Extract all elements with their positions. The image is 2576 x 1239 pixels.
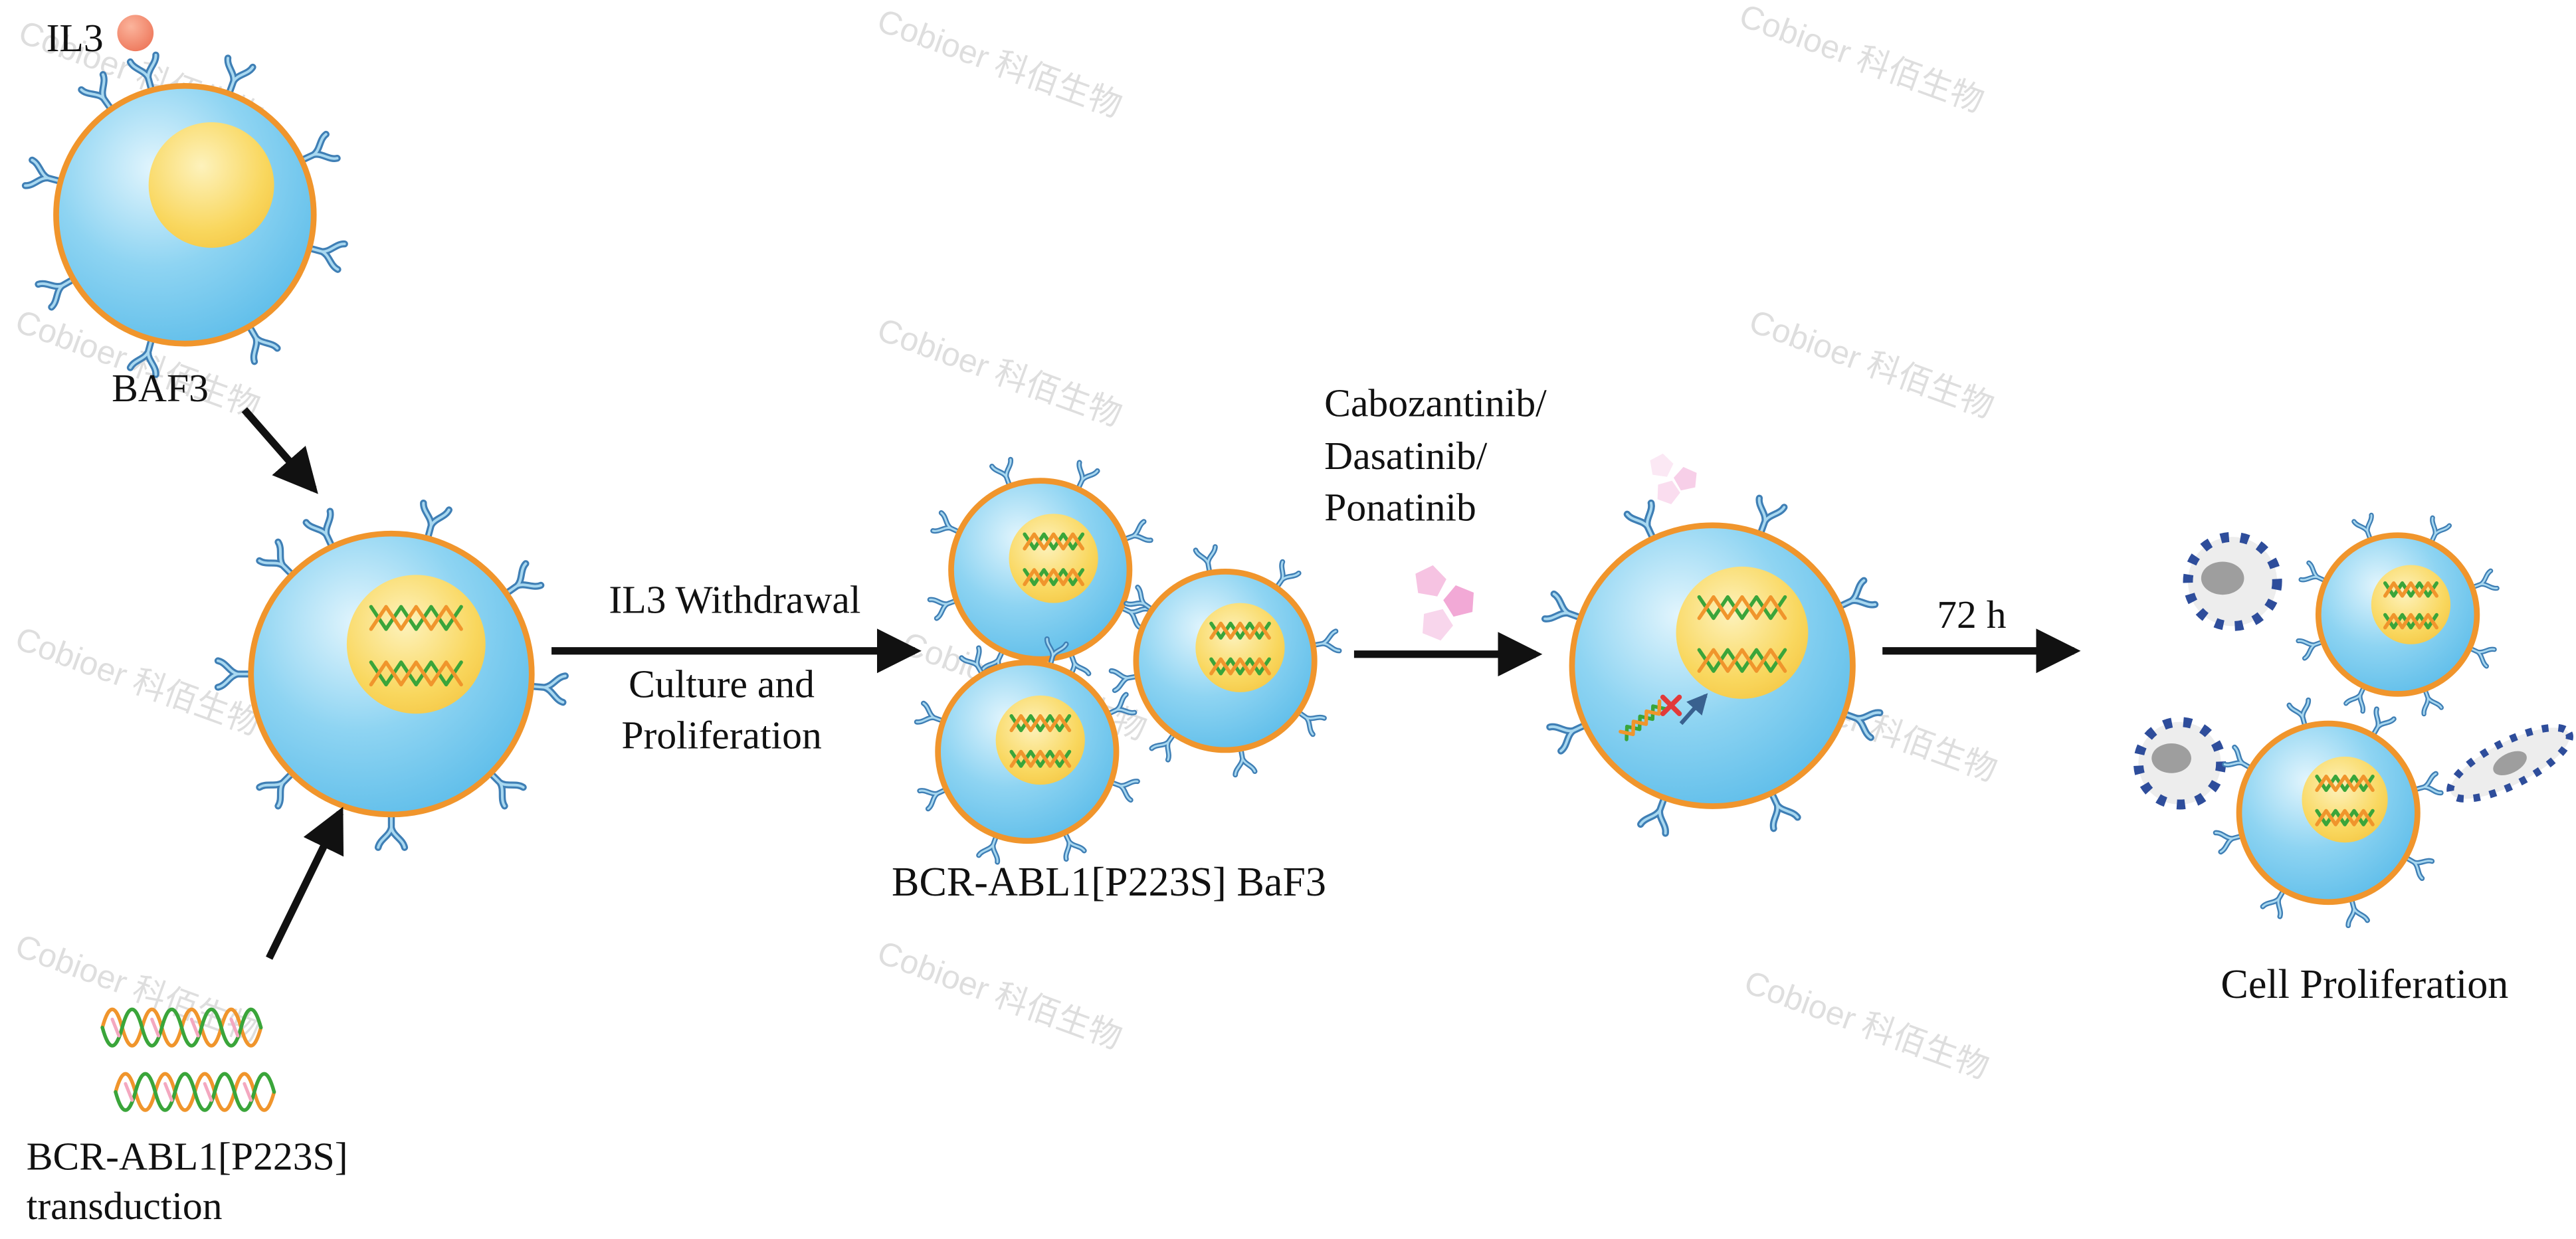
dna-strand-icon <box>2383 613 2438 630</box>
dna-strand-icon <box>1009 749 1072 768</box>
cell-nucleus <box>1009 514 1098 603</box>
proliferating-cell-2 <box>2216 700 2441 925</box>
dna-strand-icon <box>1697 595 1787 620</box>
dna-strand-icon <box>1009 714 1072 733</box>
drug-label-line1: Cabozantinib/ <box>1324 381 1547 425</box>
watermark-text: Cobioer 科佰生物 <box>1739 963 1993 1086</box>
dna-strand-icon <box>1209 621 1271 640</box>
cell-nucleus <box>346 575 486 714</box>
baf3-label: BAF3 <box>112 366 209 410</box>
cell-nucleus <box>148 122 274 248</box>
dna-strand-icon <box>1023 532 1085 551</box>
arrow-transduction <box>266 807 344 960</box>
watermark-text: Cobioer 科佰生物 <box>872 1 1126 124</box>
arrow-baf3-to-transduced <box>241 407 318 494</box>
dna-strand-icon <box>2315 809 2375 826</box>
spindle-cell <box>2446 723 2573 803</box>
dna-strand-icon <box>2315 809 2375 826</box>
result-label: Cell Proliferation <box>2221 962 2508 1007</box>
dna-strand-icon <box>1009 714 1072 733</box>
dna-helix-icon <box>100 1007 274 1110</box>
time-label: 72 h <box>1937 593 2007 636</box>
drug-molecules-faint-icon <box>1648 452 1700 506</box>
cell-nucleus <box>1195 603 1285 692</box>
dna-strand-icon <box>1009 749 1072 768</box>
cell-nucleus <box>995 695 1085 785</box>
il3-label: IL3 <box>47 16 104 60</box>
inhibition-icon <box>1619 693 1708 741</box>
dna-strand-icon <box>2315 774 2375 793</box>
dna-strand-icon <box>369 660 463 687</box>
watermark-text: Cobioer 科佰生物 <box>872 310 1126 433</box>
dna-strand-icon <box>2383 581 2438 598</box>
dna-strand-icon <box>1209 657 1271 676</box>
inhibition-arrow-icon <box>1679 693 1708 725</box>
dna-strand-icon <box>1023 532 1085 551</box>
cell-nucleus <box>1676 566 1809 699</box>
watermark-text: Cobioer 科佰生物 <box>1735 0 1989 120</box>
cluster-cell-1 <box>930 460 1151 680</box>
withdrawal-label-line2: Culture and <box>629 662 815 706</box>
cluster-cell-2 <box>1112 547 1339 775</box>
apoptotic-cell-2 <box>2133 717 2227 810</box>
dna-strand-icon <box>1209 621 1271 640</box>
drug-label-line3: Ponatinib <box>1324 485 1476 529</box>
transduction-label-line1: BCR-ABL1[P223S] <box>27 1135 348 1179</box>
watermark-text: Cobioer 科佰生物 <box>872 933 1126 1056</box>
il3-ligand-icon <box>117 15 154 52</box>
baf3-cell <box>25 55 345 375</box>
red-x-icon <box>1660 694 1682 716</box>
dna-strand-icon <box>369 605 463 631</box>
dna-strand-icon <box>1697 595 1787 620</box>
dna-strand-icon <box>1697 648 1787 673</box>
dna-strand-icon <box>1023 568 1085 587</box>
dna-strand-icon <box>1209 657 1271 676</box>
dna-strand-icon <box>1023 568 1085 587</box>
apoptotic-cell-1 <box>2183 531 2282 631</box>
dna-strand-icon <box>369 605 463 631</box>
dna-strand-icon <box>2383 613 2438 630</box>
dna-strand-icon <box>2383 581 2438 598</box>
watermark-text: Cobioer 科佰生物 <box>1745 302 1999 425</box>
withdrawal-label-line1: IL3 Withdrawal <box>609 578 860 622</box>
withdrawal-label-line3: Proliferation <box>621 713 821 757</box>
drug-treated-cell <box>1545 498 1880 833</box>
drug-label-line2: Dasatinib/ <box>1324 434 1488 478</box>
cluster-label: BCR-ABL1[P223S] BaF3 <box>892 860 1326 905</box>
transduction-label-line2: transduction <box>27 1184 223 1228</box>
drug-molecules-icon <box>1412 562 1478 643</box>
cell-nucleus <box>2371 565 2451 644</box>
proliferating-cell-1 <box>2298 515 2497 714</box>
transduced-cell <box>218 503 565 847</box>
dna-strand-icon <box>2315 774 2375 793</box>
cluster-cell-3 <box>917 639 1138 862</box>
cell-nucleus <box>2302 756 2388 843</box>
watermark-text: Cobioer 科佰生物 <box>11 927 264 1050</box>
dna-strand-icon <box>1697 648 1787 673</box>
dna-strand-icon <box>369 660 463 687</box>
